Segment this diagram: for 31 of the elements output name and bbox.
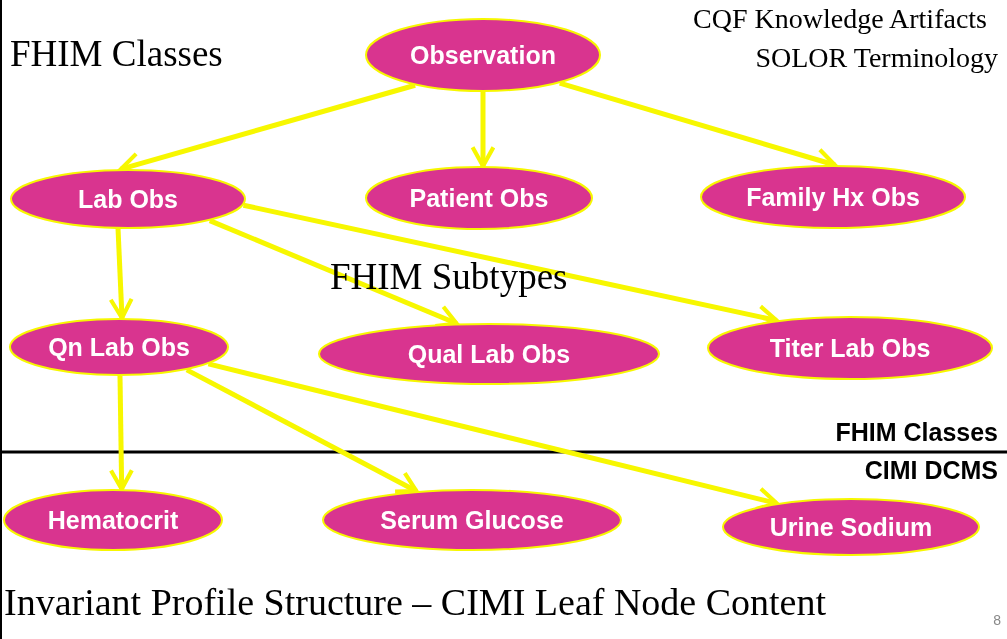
node-label: Qual Lab Obs	[407, 339, 571, 369]
ellipse-node	[318, 323, 660, 385]
heading-text: FHIM Classes	[10, 32, 223, 75]
node-label: Qn Lab Obs	[48, 332, 190, 362]
section-label: CIMI DCMS	[864, 456, 998, 485]
section-label: FHIM Classes	[835, 418, 998, 447]
ellipse-node	[365, 166, 593, 230]
ellipse-node	[365, 18, 601, 92]
ellipse-node	[3, 489, 223, 551]
heading-text: Invariant Profile Structure – CIMI Leaf Node Content	[4, 580, 827, 624]
node-label: Hematocrit	[47, 505, 179, 535]
heading-text: CQF Knowledge Artifacts	[693, 3, 987, 35]
ellipse-node	[700, 165, 966, 229]
node-label: Serum Glucose	[380, 505, 564, 535]
node-label: Lab Obs	[78, 184, 178, 214]
ellipse-node	[9, 318, 229, 376]
node-label: Family Hx Obs	[746, 182, 920, 212]
ellipse-node	[707, 316, 993, 380]
arrow	[185, 367, 419, 494]
node-label: Titer Lab Obs	[769, 333, 931, 363]
ellipse-node	[322, 489, 622, 551]
page-number: 8	[993, 612, 1001, 628]
node-label: Observation	[410, 40, 556, 70]
node-label: Patient Obs	[409, 183, 549, 213]
node-label: Urine Sodium	[769, 512, 933, 542]
ellipse-node	[10, 169, 246, 229]
arrow	[108, 228, 134, 321]
arrow	[108, 375, 134, 492]
ellipse-node	[722, 498, 980, 556]
arrow	[470, 92, 496, 169]
heading-text: SOLOR Terminology	[755, 42, 998, 74]
